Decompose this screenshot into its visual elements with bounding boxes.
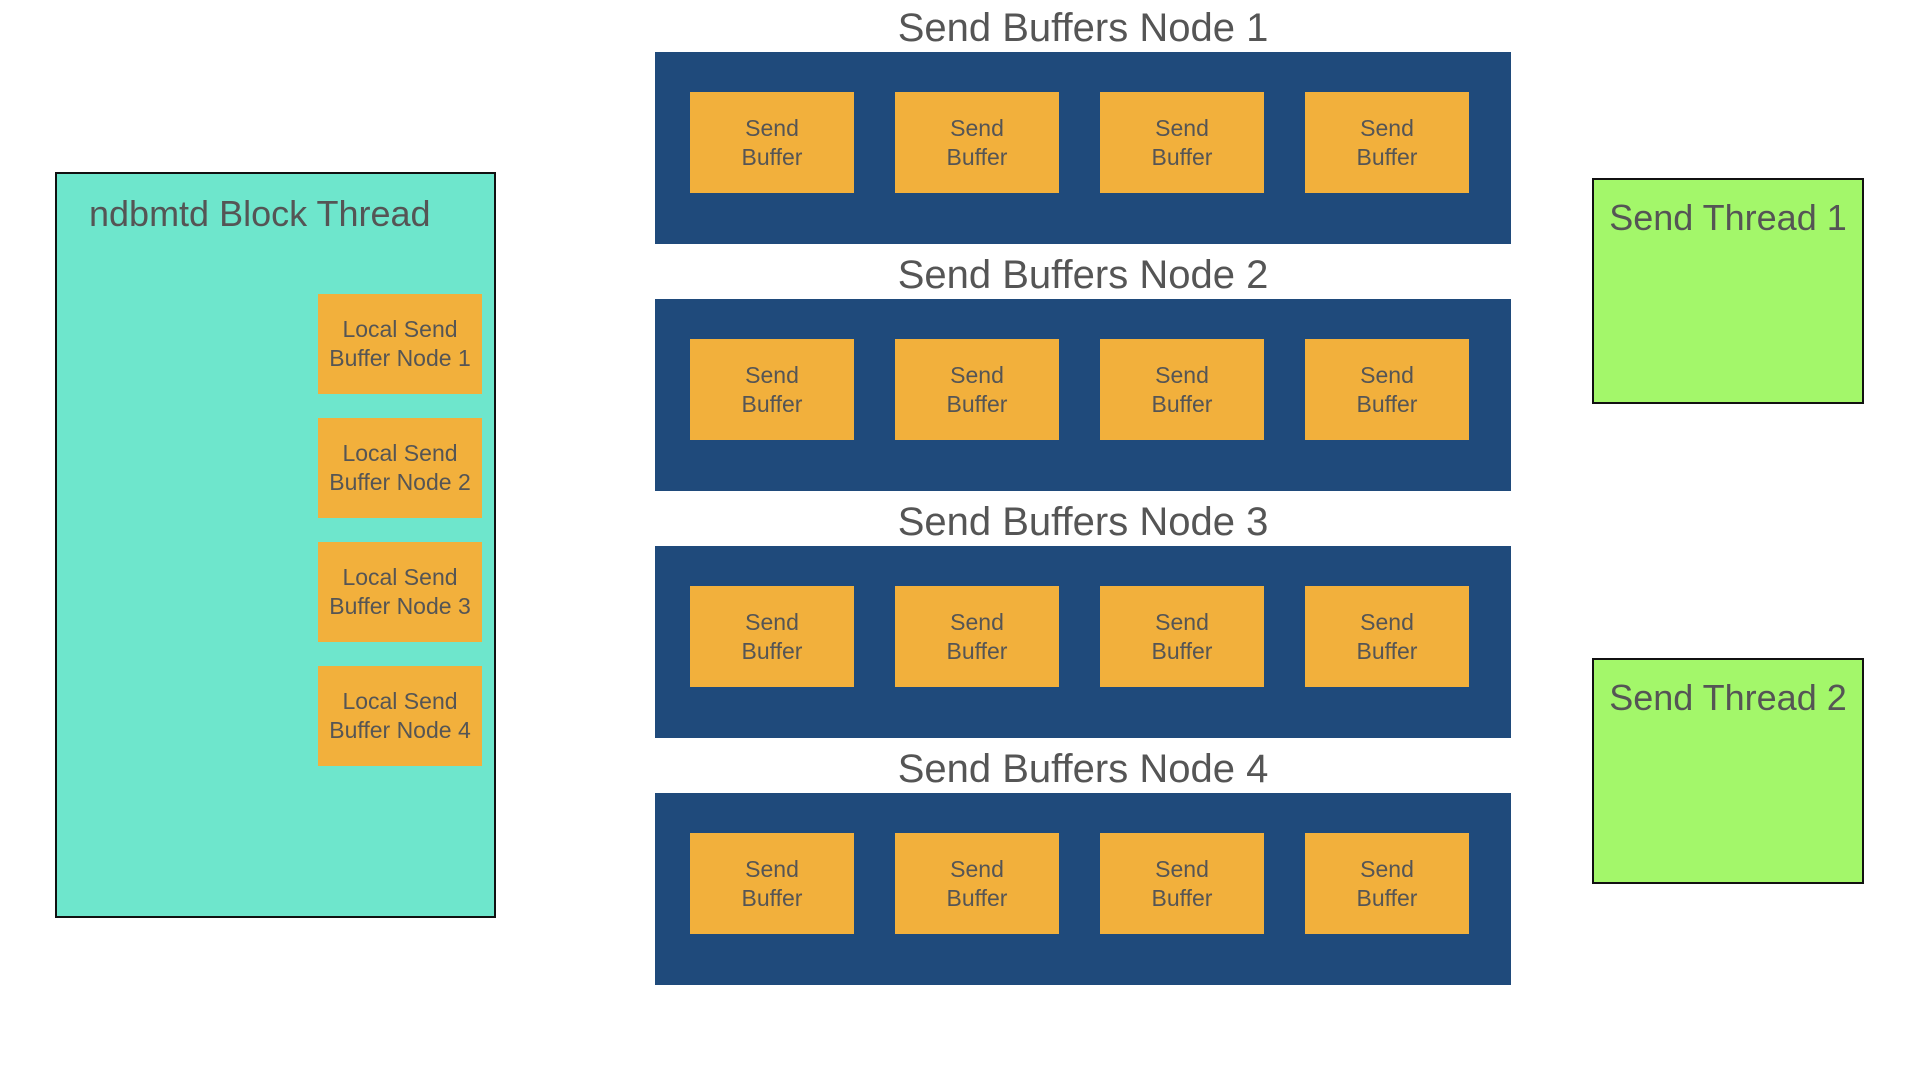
- send-thread-1-label: Send Thread 1: [1609, 197, 1847, 238]
- send-buffer-label: Send: [1155, 361, 1209, 388]
- node-2-title: Send Buffers Node 2: [897, 253, 1269, 297]
- node-4-title: Send Buffers Node 4: [897, 747, 1269, 791]
- local-send-buffer-label: Local Send: [342, 688, 458, 714]
- send-buffer-label: Send: [1360, 114, 1414, 141]
- node-3-title: Send Buffers Node 3: [897, 500, 1269, 544]
- node-1-title: Send Buffers Node 1: [897, 6, 1269, 50]
- send-buffer-label: Buffer: [741, 884, 803, 911]
- send-thread-2-label: Send Thread 2: [1609, 677, 1847, 718]
- send-buffer-label: Buffer: [946, 143, 1008, 170]
- send-buffer-label: Send: [1360, 855, 1414, 882]
- send-buffer-label: Send: [745, 114, 799, 141]
- send-buffer-label: Buffer: [1356, 637, 1418, 664]
- local-send-buffer-label: Local Send: [342, 440, 458, 466]
- block-thread-title: ndbmtd Block Thread: [89, 193, 431, 234]
- send-buffer-label: Send: [950, 855, 1004, 882]
- send-buffer-label: Send: [1155, 114, 1209, 141]
- send-buffer-label: Buffer: [1356, 390, 1418, 417]
- send-buffer-label: Send: [745, 361, 799, 388]
- send-thread-2-box: Send Thread 2: [1592, 658, 1864, 884]
- send-buffer-label: Send: [950, 361, 1004, 388]
- send-buffer-label: Buffer: [1151, 884, 1213, 911]
- send-buffer-label: Send: [1155, 855, 1209, 882]
- send-buffer-label: Buffer: [946, 390, 1008, 417]
- send-buffer-label: Buffer: [1151, 143, 1213, 170]
- send-thread-1-box: Send Thread 1: [1592, 178, 1864, 404]
- send-buffer-label: Buffer: [946, 637, 1008, 664]
- send-buffer-label: Send: [1155, 608, 1209, 635]
- local-send-buffer-label: Buffer Node 2: [329, 469, 471, 495]
- send-buffer-label: Send: [1360, 361, 1414, 388]
- send-buffer-label: Buffer: [946, 884, 1008, 911]
- send-buffer-label: Buffer: [741, 390, 803, 417]
- send-buffer-label: Send: [1360, 608, 1414, 635]
- local-send-buffer-label: Local Send: [342, 316, 458, 342]
- send-buffer-label: Buffer: [1356, 884, 1418, 911]
- send-buffer-label: Buffer: [1356, 143, 1418, 170]
- send-buffer-label: Buffer: [741, 637, 803, 664]
- local-send-buffer-label: Buffer Node 4: [329, 717, 471, 743]
- local-send-buffer-label: Buffer Node 3: [329, 593, 471, 619]
- local-send-buffer-label: Buffer Node 1: [329, 345, 471, 371]
- send-buffer-label: Buffer: [1151, 637, 1213, 664]
- send-buffer-label: Buffer: [1151, 390, 1213, 417]
- send-buffer-label: Send: [950, 114, 1004, 141]
- send-buffer-label: Buffer: [741, 143, 803, 170]
- send-buffer-label: Send: [950, 608, 1004, 635]
- local-send-buffer-label: Local Send: [342, 564, 458, 590]
- send-buffer-label: Send: [745, 855, 799, 882]
- send-buffer-label: Send: [745, 608, 799, 635]
